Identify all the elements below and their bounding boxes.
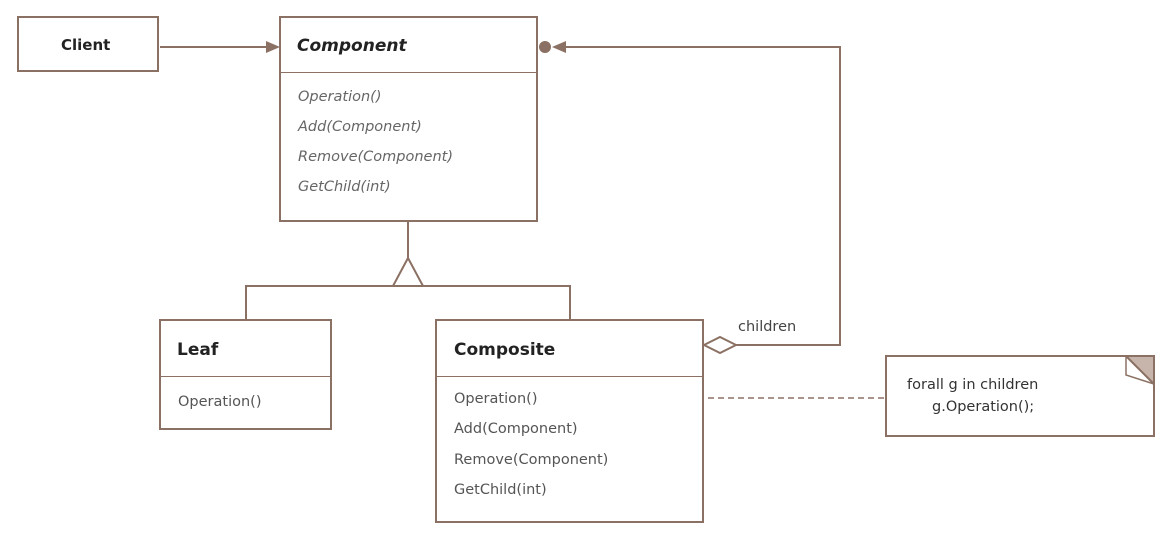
component-operation: GetChild(int): [298, 179, 391, 195]
client-class-name: Client: [61, 36, 111, 54]
children-role-label: children: [738, 319, 797, 335]
component-class-name: Component: [297, 36, 407, 56]
component-operation: Remove(Component): [298, 149, 453, 165]
component-operation: Operation(): [298, 89, 382, 105]
leaf-class-box[interactable]: Leaf Operation(): [159, 319, 332, 430]
leaf-class-header: [161, 321, 330, 377]
composite-class-name: Composite: [454, 340, 556, 360]
note-box[interactable]: forall g in children g.Operation();: [885, 355, 1155, 437]
composite-class-header: [437, 321, 702, 377]
composite-operation: GetChild(int): [454, 482, 547, 498]
client-class-box[interactable]: Client: [17, 16, 159, 72]
note-shape: [885, 355, 1155, 437]
leaf-class-name: Leaf: [177, 340, 219, 360]
composite-operation: Add(Component): [454, 421, 578, 437]
children-arrowhead-icon: [552, 41, 566, 53]
component-operation: Add(Component): [298, 119, 422, 135]
note-folded-corner-icon: [1123, 355, 1155, 387]
composite-class-box[interactable]: Composite Operation() Add(Component) Rem…: [435, 319, 704, 523]
component-class-header: [281, 18, 536, 73]
inheritance-branch-line: [245, 285, 571, 320]
component-class-box[interactable]: Component Operation() Add(Component) Rem…: [279, 16, 538, 222]
children-aggregation-line: [566, 46, 841, 346]
note-line: g.Operation();: [932, 399, 1035, 415]
client-arrowhead-icon: [266, 41, 280, 53]
multiplicity-dot-icon: [539, 41, 551, 53]
aggregation-diamond-icon: [701, 335, 739, 355]
composite-operation: Operation(): [454, 391, 538, 407]
inheritance-triangle-icon: [391, 255, 425, 287]
note-line: forall g in children: [907, 377, 1039, 393]
leaf-operation: Operation(): [178, 394, 262, 410]
composite-operation: Remove(Component): [454, 452, 609, 468]
